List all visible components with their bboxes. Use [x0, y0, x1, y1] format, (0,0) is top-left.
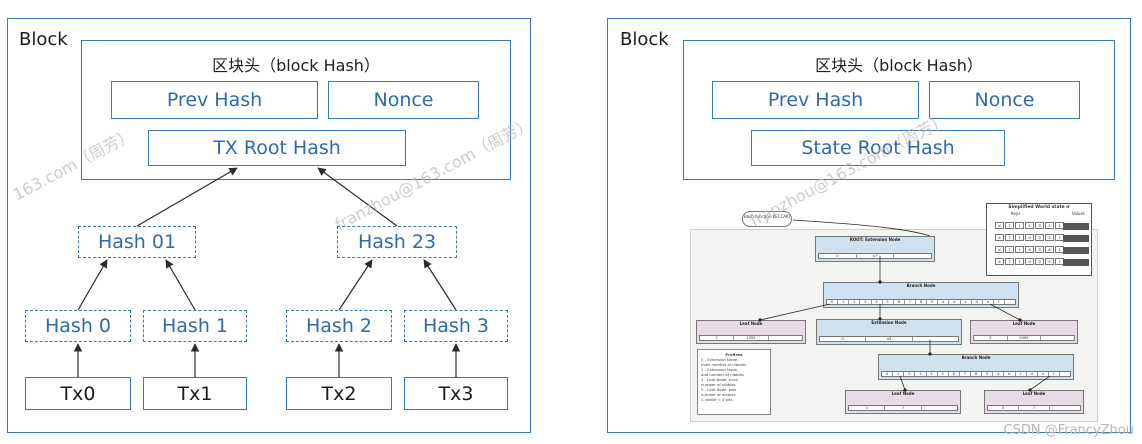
right-header-title: 区块头（block Hash）	[815, 56, 983, 75]
branch-node-1-label: Branch Node	[906, 283, 936, 288]
right-state-root-hash-box: State Root Hash	[751, 130, 1005, 166]
ws-value-1	[1063, 223, 1089, 230]
world-state-title: Simplified World state σ	[1008, 205, 1070, 210]
ws-value-4	[1063, 259, 1089, 266]
branch-node-2-label: Branch Node	[961, 355, 991, 360]
root-node-label: ROOT: Extension Node	[849, 237, 901, 242]
callout-text: Hash function KECCAK( )	[743, 214, 791, 224]
hash3-box: Hash 3	[404, 310, 508, 342]
legend-line: number of nibbles	[701, 382, 736, 387]
left-header-title: 区块头（block Hash）	[212, 56, 380, 75]
leaf-left-label: Leaf Node	[739, 321, 763, 326]
world-state-keys: Keys	[1011, 211, 1021, 216]
tx0-box: Tx0	[25, 377, 131, 410]
tx2-box: Tx2	[286, 377, 392, 410]
legend-line: even number of nibbles	[701, 362, 747, 367]
hash23-box: Hash 23	[337, 226, 457, 258]
legend-line: number of nibbles	[701, 392, 736, 397]
leaf-br-label: Leaf Node	[1022, 391, 1046, 396]
legend-line: 1 nibble = 4 bits	[701, 397, 733, 402]
legend-line: odd number of nibbles	[701, 372, 744, 377]
right-nonce-box: Nonce	[929, 81, 1080, 119]
hash01-box: Hash 01	[78, 226, 196, 258]
tx3-box: Tx3	[404, 377, 508, 410]
legend-line: 2 - Leaf Node, even	[701, 377, 739, 382]
hash1-box: Hash 1	[143, 310, 247, 342]
hash0-box: Hash 0	[25, 310, 131, 342]
hash2-box: Hash 2	[286, 310, 392, 342]
ws-value-2	[1063, 235, 1089, 242]
right-prev-hash-box: Prev Hash	[712, 81, 919, 119]
left-block-title: Block	[19, 29, 68, 50]
leaf-right-label: Leaf Node	[1012, 321, 1036, 326]
tx1-box: Tx1	[143, 377, 247, 410]
legend-line: 3 - Leaf Node, odd	[701, 387, 736, 392]
ws-value-3	[1063, 247, 1089, 254]
legend-title: Prefixes	[725, 352, 743, 357]
left-nonce-box: Nonce	[328, 81, 479, 119]
left-root-hash-box: TX Root Hash	[148, 130, 406, 166]
footer-credit: CSDN @FrancyZhou	[1003, 423, 1134, 438]
trie-prefix-legend: Prefixes 0 - Extension Node,even number …	[697, 349, 771, 415]
legend-line: 0 - Extension Node,	[701, 357, 739, 362]
hash-function-callout: Hash function KECCAK( )	[742, 211, 792, 227]
extension-mid-label: Extension Node	[871, 320, 907, 325]
world-state-values: Values	[1071, 211, 1085, 216]
legend-lines: 0 - Extension Node,even number of nibble…	[701, 357, 767, 402]
left-prev-hash-box: Prev Hash	[111, 81, 318, 119]
legend-line: 1 - Extension Node,	[701, 367, 739, 372]
leaf-bl-label: Leaf Node	[891, 391, 915, 396]
right-block-title: Block	[620, 29, 669, 50]
